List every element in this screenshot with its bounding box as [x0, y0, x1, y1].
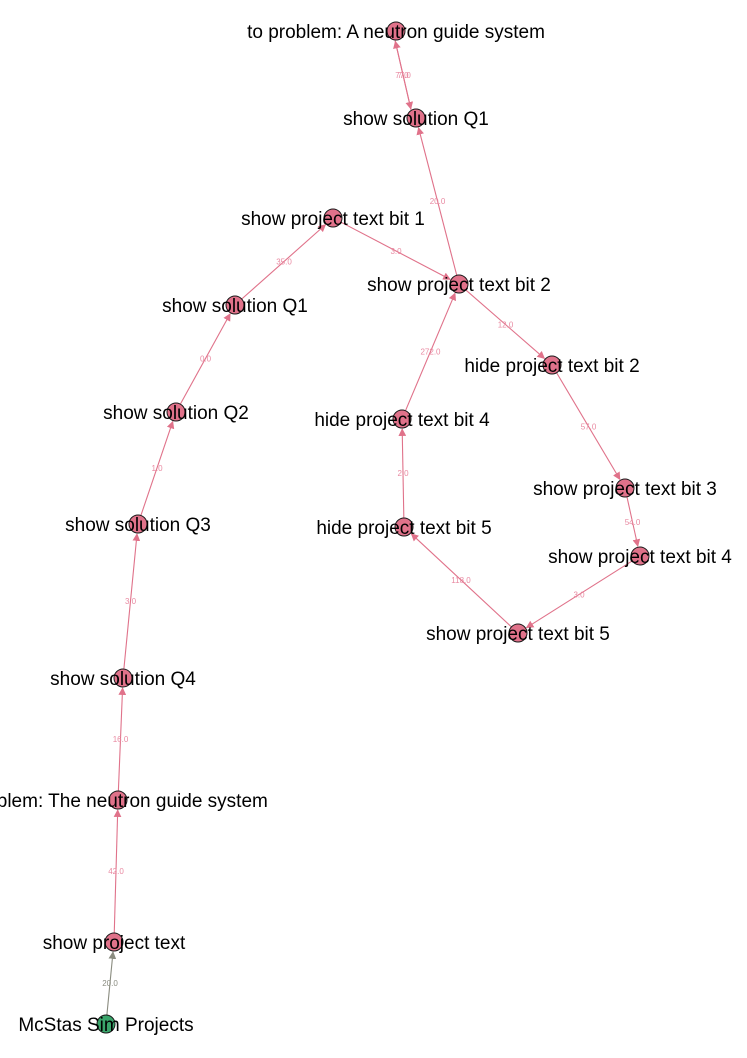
node-label: hide project text bit 4 [314, 410, 490, 431]
node-label: to problem: The neutron guide system [0, 791, 268, 812]
node-label: show solution Q1 [343, 109, 489, 130]
node-prob[interactable] [108, 790, 128, 810]
node-q1b[interactable] [406, 108, 426, 128]
edge-n_h5-to-n_h4 [398, 428, 407, 519]
node-label: show project text bit 2 [367, 275, 551, 296]
edge-n_h4-to-n_b2 [404, 292, 456, 411]
node-label: show project text bit 3 [533, 479, 717, 500]
node-label: show solution Q1 [162, 296, 308, 317]
edge-n_b3-to-n_b4 [626, 496, 641, 547]
node-q1a[interactable] [225, 295, 245, 315]
node-label: to problem: A neutron guide system [247, 22, 545, 43]
node-label: show solution Q3 [65, 515, 211, 536]
node-b4[interactable] [630, 546, 650, 566]
node-h5[interactable] [394, 517, 414, 537]
node-b2[interactable] [449, 274, 469, 294]
edge-weight-label: 54.0 [625, 518, 641, 527]
edge-weight-label: 3.0 [390, 247, 402, 256]
edge-n_b1-to-n_b2 [340, 221, 451, 280]
edge-weight-label: 16.0 [113, 735, 129, 744]
edge-weight-label: 35.0 [276, 258, 292, 267]
node-start[interactable] [96, 1014, 116, 1034]
node-label: show project text bit 4 [548, 547, 732, 568]
edge-weight-label: 3.0 [573, 591, 585, 600]
edge-labels-layer: 20.0 42.0 16.0 3.0 1.0 0.0 35.0 3.0 20.0 7.077.0 1… [102, 71, 641, 988]
edge-n_h2-to-n_b3 [556, 372, 621, 481]
edge-n_b2-to-n_q1b [416, 126, 458, 276]
node-q3[interactable] [128, 514, 148, 534]
edge-weight-label: 118.0 [451, 576, 471, 585]
node-label: show project text [43, 933, 186, 954]
edge-weight-label: 20.0 [430, 197, 446, 206]
edge-n_b4-to-n_b5 [525, 560, 633, 629]
edge-n_start-to-n_text [106, 951, 117, 1016]
node-q2[interactable] [166, 402, 186, 422]
node-label: McStas Sim Projects [18, 1015, 193, 1036]
node-label: show project text bit 5 [426, 624, 610, 645]
edge-n_probA-to-n_q1b [394, 40, 414, 110]
node-label: hide project text bit 5 [316, 518, 491, 539]
edge-weight-label: 1.0 [151, 464, 163, 473]
edge-weight-label: 12.0 [498, 321, 514, 330]
node-label: show solution Q4 [50, 669, 196, 690]
node-b5[interactable] [508, 623, 528, 643]
edge-weight-label: 7.0 [398, 71, 410, 80]
node-h2[interactable] [542, 355, 562, 375]
node-labels-layer: McStas Sim Projects show project text to p… [0, 22, 732, 1036]
node-q4[interactable] [113, 668, 133, 688]
edge-weight-label: 57.0 [581, 423, 597, 432]
edge-n_q3-to-n_q2 [140, 420, 175, 516]
edge-n_q2-to-n_q1a [179, 313, 231, 405]
edge-n_b5-to-n_h5 [410, 533, 512, 628]
edge-weight-label: 2.0 [397, 469, 409, 478]
edge-n_b2-to-n_h2 [465, 289, 546, 359]
edge-n_q1a-to-n_b1 [241, 224, 327, 300]
node-b1[interactable] [323, 208, 343, 228]
node-b3[interactable] [615, 478, 635, 498]
edge-weight-label: 272.0 [420, 348, 441, 357]
node-label: hide project text bit 2 [464, 356, 639, 377]
edge-n_text-to-n_prob [113, 809, 122, 934]
node-label: show project text bit 1 [241, 209, 425, 230]
node-probA[interactable] [386, 21, 406, 41]
edge-weight-label: 0.0 [200, 355, 212, 364]
node-h4[interactable] [392, 409, 412, 429]
node-text[interactable] [104, 932, 124, 952]
edge-weight-label: 20.0 [102, 979, 118, 988]
edge-n_q4-to-n_q3 [123, 533, 141, 670]
edge-weight-label: 3.0 [125, 597, 137, 606]
edge-n_prob-to-n_q4 [117, 687, 127, 792]
edges-layer [106, 40, 641, 1016]
edge-weight-label: 77.0 [395, 71, 411, 80]
nodes-layer [96, 21, 650, 1034]
edge-weight-label: 42.0 [108, 867, 124, 876]
node-label: show solution Q2 [103, 403, 249, 424]
